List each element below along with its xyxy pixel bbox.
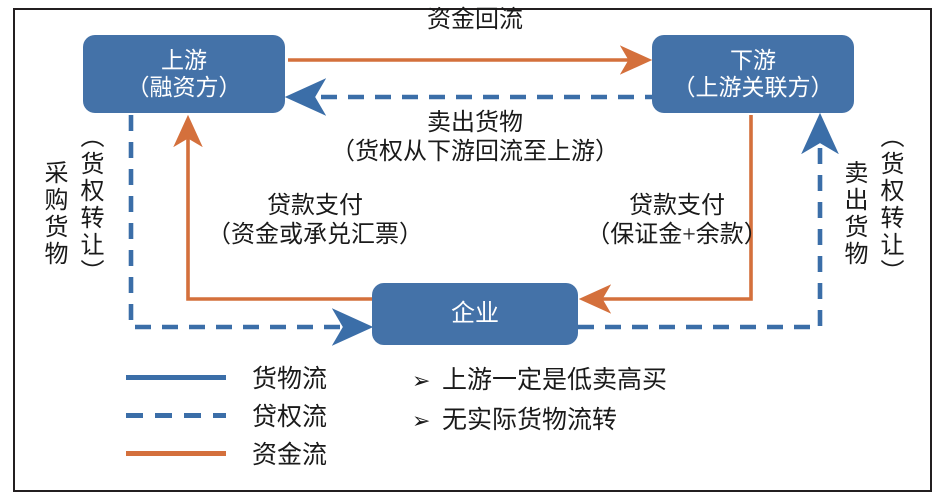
legend-label-credit-flow: 贷权流 [252, 404, 328, 431]
note-text-2: 无实际货物流转 [442, 407, 618, 434]
node-upstream[interactable]: 上游 （融资方） [83, 35, 285, 113]
legend: 货物流 贷权流 资金流 [126, 358, 366, 472]
list-item: ➢ 无实际货物流转 [412, 400, 772, 440]
bullet-arrow-icon: ➢ [412, 408, 431, 433]
label-sell-goods-line2: （货权从下游回流至上游） [331, 139, 619, 166]
legend-item-credit-flow: 贷权流 [126, 396, 366, 434]
label-left-title-transfer: （货权转让） [76, 124, 102, 286]
label-left-purchase-goods: 采购货物 [40, 160, 66, 268]
list-item: ➢ 上游一定是低卖高买 [412, 360, 772, 400]
node-downstream[interactable]: 下游 （上游关联方） [652, 35, 854, 113]
bullet-arrow-icon: ➢ [412, 368, 431, 393]
node-upstream-line2: （融资方） [126, 75, 242, 100]
label-loan-payment-right: 贷款支付 （保证金+余款） [552, 192, 802, 251]
notes-list: ➢ 上游一定是低卖高买 ➢ 无实际货物流转 [412, 360, 772, 440]
legend-label-goods-flow: 货物流 [252, 366, 328, 393]
label-capital-return-text: 资金回流 [427, 7, 523, 33]
note-text-1: 上游一定是低卖高买 [442, 367, 668, 394]
legend-label-capital-flow: 资金流 [252, 442, 328, 469]
label-sell-goods-line1: 卖出货物 [427, 110, 523, 136]
label-loan-payment-right-line1: 贷款支付 [629, 193, 725, 219]
label-sell-goods: 卖出货物 （货权从下游回流至上游） [280, 109, 670, 168]
node-enterprise[interactable]: 企业 [372, 283, 578, 345]
label-loan-payment-right-line2: （保证金+余款） [586, 222, 768, 249]
legend-item-goods-flow: 货物流 [126, 358, 366, 396]
node-downstream-line1: 下游 [730, 47, 776, 73]
label-loan-payment-left-line1: 贷款支付 [267, 193, 363, 219]
label-loan-payment-left: 贷款支付 （资金或承兑汇票） [190, 192, 440, 251]
legend-swatch-dashed-blue-icon [126, 412, 226, 418]
label-loan-payment-left-line2: （资金或承兑汇票） [207, 222, 423, 249]
label-capital-return: 资金回流 [330, 6, 620, 35]
node-upstream-line1: 上游 [161, 47, 207, 73]
node-enterprise-line1: 企业 [451, 300, 499, 327]
legend-item-capital-flow: 资金流 [126, 434, 366, 472]
label-right-sell-goods: 卖出货物 [840, 160, 866, 268]
legend-swatch-solid-blue-icon [126, 374, 226, 380]
node-downstream-line2: （上游关联方） [672, 75, 834, 100]
legend-swatch-solid-orange-icon [126, 450, 226, 456]
label-right-title-transfer: （货权转让） [876, 124, 902, 286]
